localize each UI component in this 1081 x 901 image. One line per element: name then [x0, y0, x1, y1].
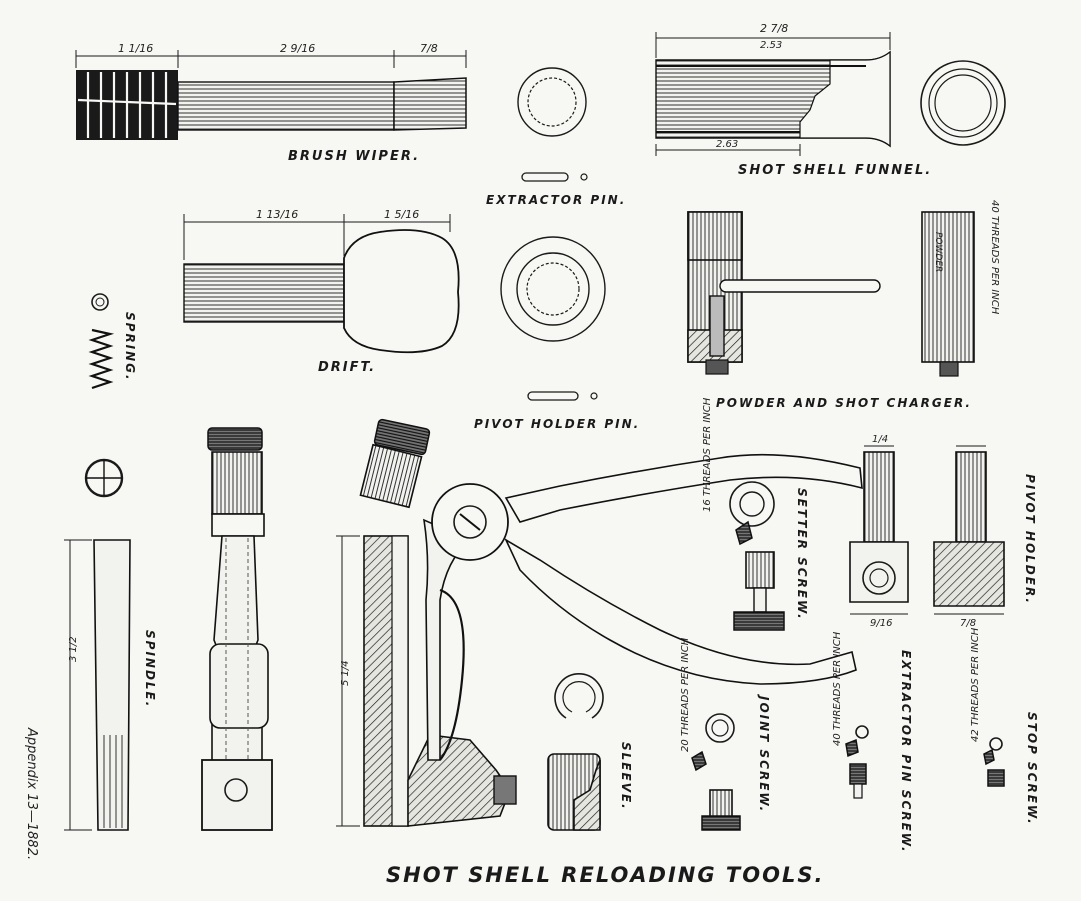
- stop-screw-drawing: 42 THREADS PER INCH STOP SCREW.: [970, 627, 1039, 825]
- shot-shell-funnel-drawing: 2 7/8 2.53 2.63 SHOT SHELL FUNNEL.: [655, 22, 1006, 178]
- extractor-pin-screw-drawing: 40 THREADS PER INCH EXTRACTOR PIN SCREW.: [832, 631, 913, 853]
- sheet-title: SHOT SHELL RELOADING TOOLS.: [386, 863, 824, 887]
- setter-screw-label: SETTER SCREW.: [795, 488, 809, 621]
- shot-shell-funnel-label: SHOT SHELL FUNNEL.: [738, 163, 932, 178]
- spindle-length-dim: 3 1/2: [68, 636, 79, 662]
- pivot-dim-c: 7/8: [960, 618, 976, 629]
- handle-length-dim: 5 1/4: [340, 660, 351, 686]
- brush-wiper-shank: [177, 81, 395, 131]
- brush-wiper-dim-c: 7/8: [420, 42, 438, 55]
- brush-wiper-dim-a: 1 1/16: [118, 42, 153, 55]
- drift-dim-a: 1 13/16: [256, 208, 298, 221]
- setter-threads-text: 16 THREADS PER INCH: [702, 397, 713, 512]
- extractor-pin-drawing: EXTRACTOR PIN.: [486, 67, 626, 207]
- extractor-screw-threads-text: 40 THREADS PER INCH: [832, 631, 843, 746]
- pivot-dim-a: 1/4: [872, 434, 888, 445]
- funnel-top-dim-b: 2.53: [760, 40, 782, 51]
- handle-front-view: [201, 427, 273, 831]
- charger-scale-text: POWDER: [933, 232, 943, 272]
- brush-wiper-taper: [393, 77, 467, 131]
- brush-wiper-dim-b: 2 9/16: [280, 42, 315, 55]
- joint-screw-label: JOINT SCREW.: [757, 694, 771, 813]
- spindle-label: SPINDLE.: [143, 630, 157, 708]
- appendix-margin-note: Appendix 13—1882.: [24, 727, 39, 860]
- sleeve-drawing: SLEEVE.: [547, 673, 633, 831]
- extractor-pin-screw-label: EXTRACTOR PIN SCREW.: [899, 650, 913, 854]
- brush-bristles: [76, 70, 178, 140]
- sleeve-label: SLEEVE.: [619, 742, 633, 811]
- spindle-drawing: 3 1/2 SPINDLE. Appendix 13—1882.: [24, 458, 157, 860]
- drift-drawing: 1 13/16 1 5/16 DRIFT.: [183, 208, 460, 375]
- spring-label: SPRING.: [123, 312, 137, 382]
- main-tool-assembly: 5 1/4: [336, 418, 863, 827]
- pivot-holder-pin-label: PIVOT HOLDER PIN.: [474, 417, 640, 431]
- stop-screw-threads-text: 42 THREADS PER INCH: [970, 627, 981, 742]
- pivot-holder-drawing: 1/4 9/16 7/8 PIVOT HOLDER.: [849, 434, 1037, 629]
- brush-wiper-drawing: 1 1/16 2 9/16 7/8 BRUSH WIPER.: [75, 42, 467, 164]
- drift-label: DRIFT.: [318, 360, 376, 375]
- joint-threads-text: 20 THREADS PER INCH: [680, 637, 691, 752]
- pivot-holder-label: PIVOT HOLDER.: [1023, 474, 1037, 605]
- extractor-pin-label: EXTRACTOR PIN.: [486, 193, 626, 207]
- brush-wiper-label: BRUSH WIPER.: [288, 149, 420, 164]
- powder-and-shot-charger-drawing: POWDER 40 THREADS PER INCH POWDER AND SH…: [687, 200, 1000, 410]
- charger-threads-text: 40 THREADS PER INCH: [989, 200, 1000, 315]
- funnel-bottom-dim: 2.63: [716, 139, 738, 150]
- drift-dim-b: 1 5/16: [384, 208, 419, 221]
- stop-screw-label: STOP SCREW.: [1025, 712, 1039, 826]
- powder-and-shot-charger-label: POWDER AND SHOT CHARGER.: [716, 396, 972, 410]
- joint-screw-drawing: 20 THREADS PER INCH JOINT SCREW.: [680, 637, 771, 831]
- pivot-dim-b: 9/16: [870, 618, 892, 629]
- pivot-holder-pin-drawing: PIVOT HOLDER PIN.: [474, 236, 640, 431]
- setter-screw-drawing: 16 THREADS PER INCH SETTER SCREW.: [702, 397, 809, 631]
- funnel-top-dim: 2 7/8: [760, 22, 788, 35]
- spring-drawing: SPRING.: [88, 293, 137, 390]
